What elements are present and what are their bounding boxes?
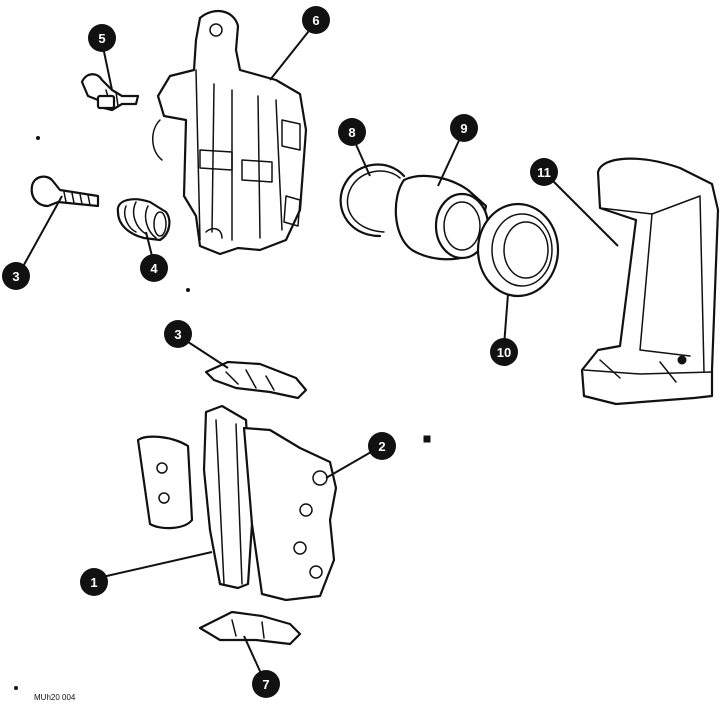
callout-9: 9 bbox=[450, 114, 478, 142]
callout-3-lower: 7 bbox=[252, 670, 280, 698]
leader-10 bbox=[503, 293, 509, 347]
callout-8-label: 8 bbox=[348, 125, 355, 140]
part-1-inner-brake-pad bbox=[202, 404, 254, 590]
callout-3-lower-label: 7 bbox=[262, 677, 269, 692]
leader-9 bbox=[437, 133, 463, 187]
pad-backing-shim bbox=[136, 435, 194, 530]
part-10-piston-seal bbox=[476, 202, 560, 298]
leader-8 bbox=[353, 139, 371, 177]
part-3-anti-rattle-clip-lower bbox=[198, 610, 302, 646]
part-6-wear-sensor bbox=[80, 73, 140, 112]
part-3-anti-rattle-clip-upper bbox=[204, 360, 308, 400]
callout-2-label: 2 bbox=[378, 439, 385, 454]
callout-10-label: 10 bbox=[497, 345, 511, 360]
part-9-piston bbox=[394, 174, 490, 261]
part-8-retaining-ring bbox=[339, 163, 406, 238]
leader-3a bbox=[181, 337, 229, 369]
callout-7-label: 6 bbox=[312, 13, 319, 28]
callout-5: 4 bbox=[140, 254, 168, 282]
part-5-dust-boot bbox=[116, 198, 171, 242]
callout-2: 2 bbox=[368, 432, 396, 460]
leader-4 bbox=[19, 195, 63, 273]
callout-1-label: 1 bbox=[90, 575, 97, 590]
callout-11-label: 11 bbox=[537, 165, 551, 180]
callout-5-label: 4 bbox=[150, 261, 158, 276]
part-2-outer-brake-pad bbox=[242, 426, 338, 602]
callout-3-upper: 3 bbox=[164, 320, 192, 348]
callout-6: 5 bbox=[88, 24, 116, 52]
part-4-guide-bolt bbox=[30, 175, 100, 208]
callout-8: 8 bbox=[338, 118, 366, 146]
part-7-caliper-housing bbox=[152, 9, 308, 256]
leader-1 bbox=[97, 551, 213, 579]
figure-code: MUh20 004 bbox=[34, 693, 76, 702]
callout-1: 1 bbox=[80, 568, 108, 596]
callout-7: 6 bbox=[302, 6, 330, 34]
callout-4: 3 bbox=[2, 262, 30, 290]
leader-2 bbox=[325, 447, 379, 479]
callout-4-label: 3 bbox=[12, 269, 19, 284]
leader-11 bbox=[547, 175, 619, 247]
callout-10: 10 bbox=[490, 338, 518, 366]
callout-11: 11 bbox=[530, 158, 558, 186]
callout-6-label: 5 bbox=[98, 31, 105, 46]
callout-9-label: 9 bbox=[460, 121, 467, 136]
callout-3-upper-label: 3 bbox=[174, 327, 181, 342]
scan-specks bbox=[14, 136, 431, 690]
part-11-carrier-bracket bbox=[580, 157, 720, 406]
